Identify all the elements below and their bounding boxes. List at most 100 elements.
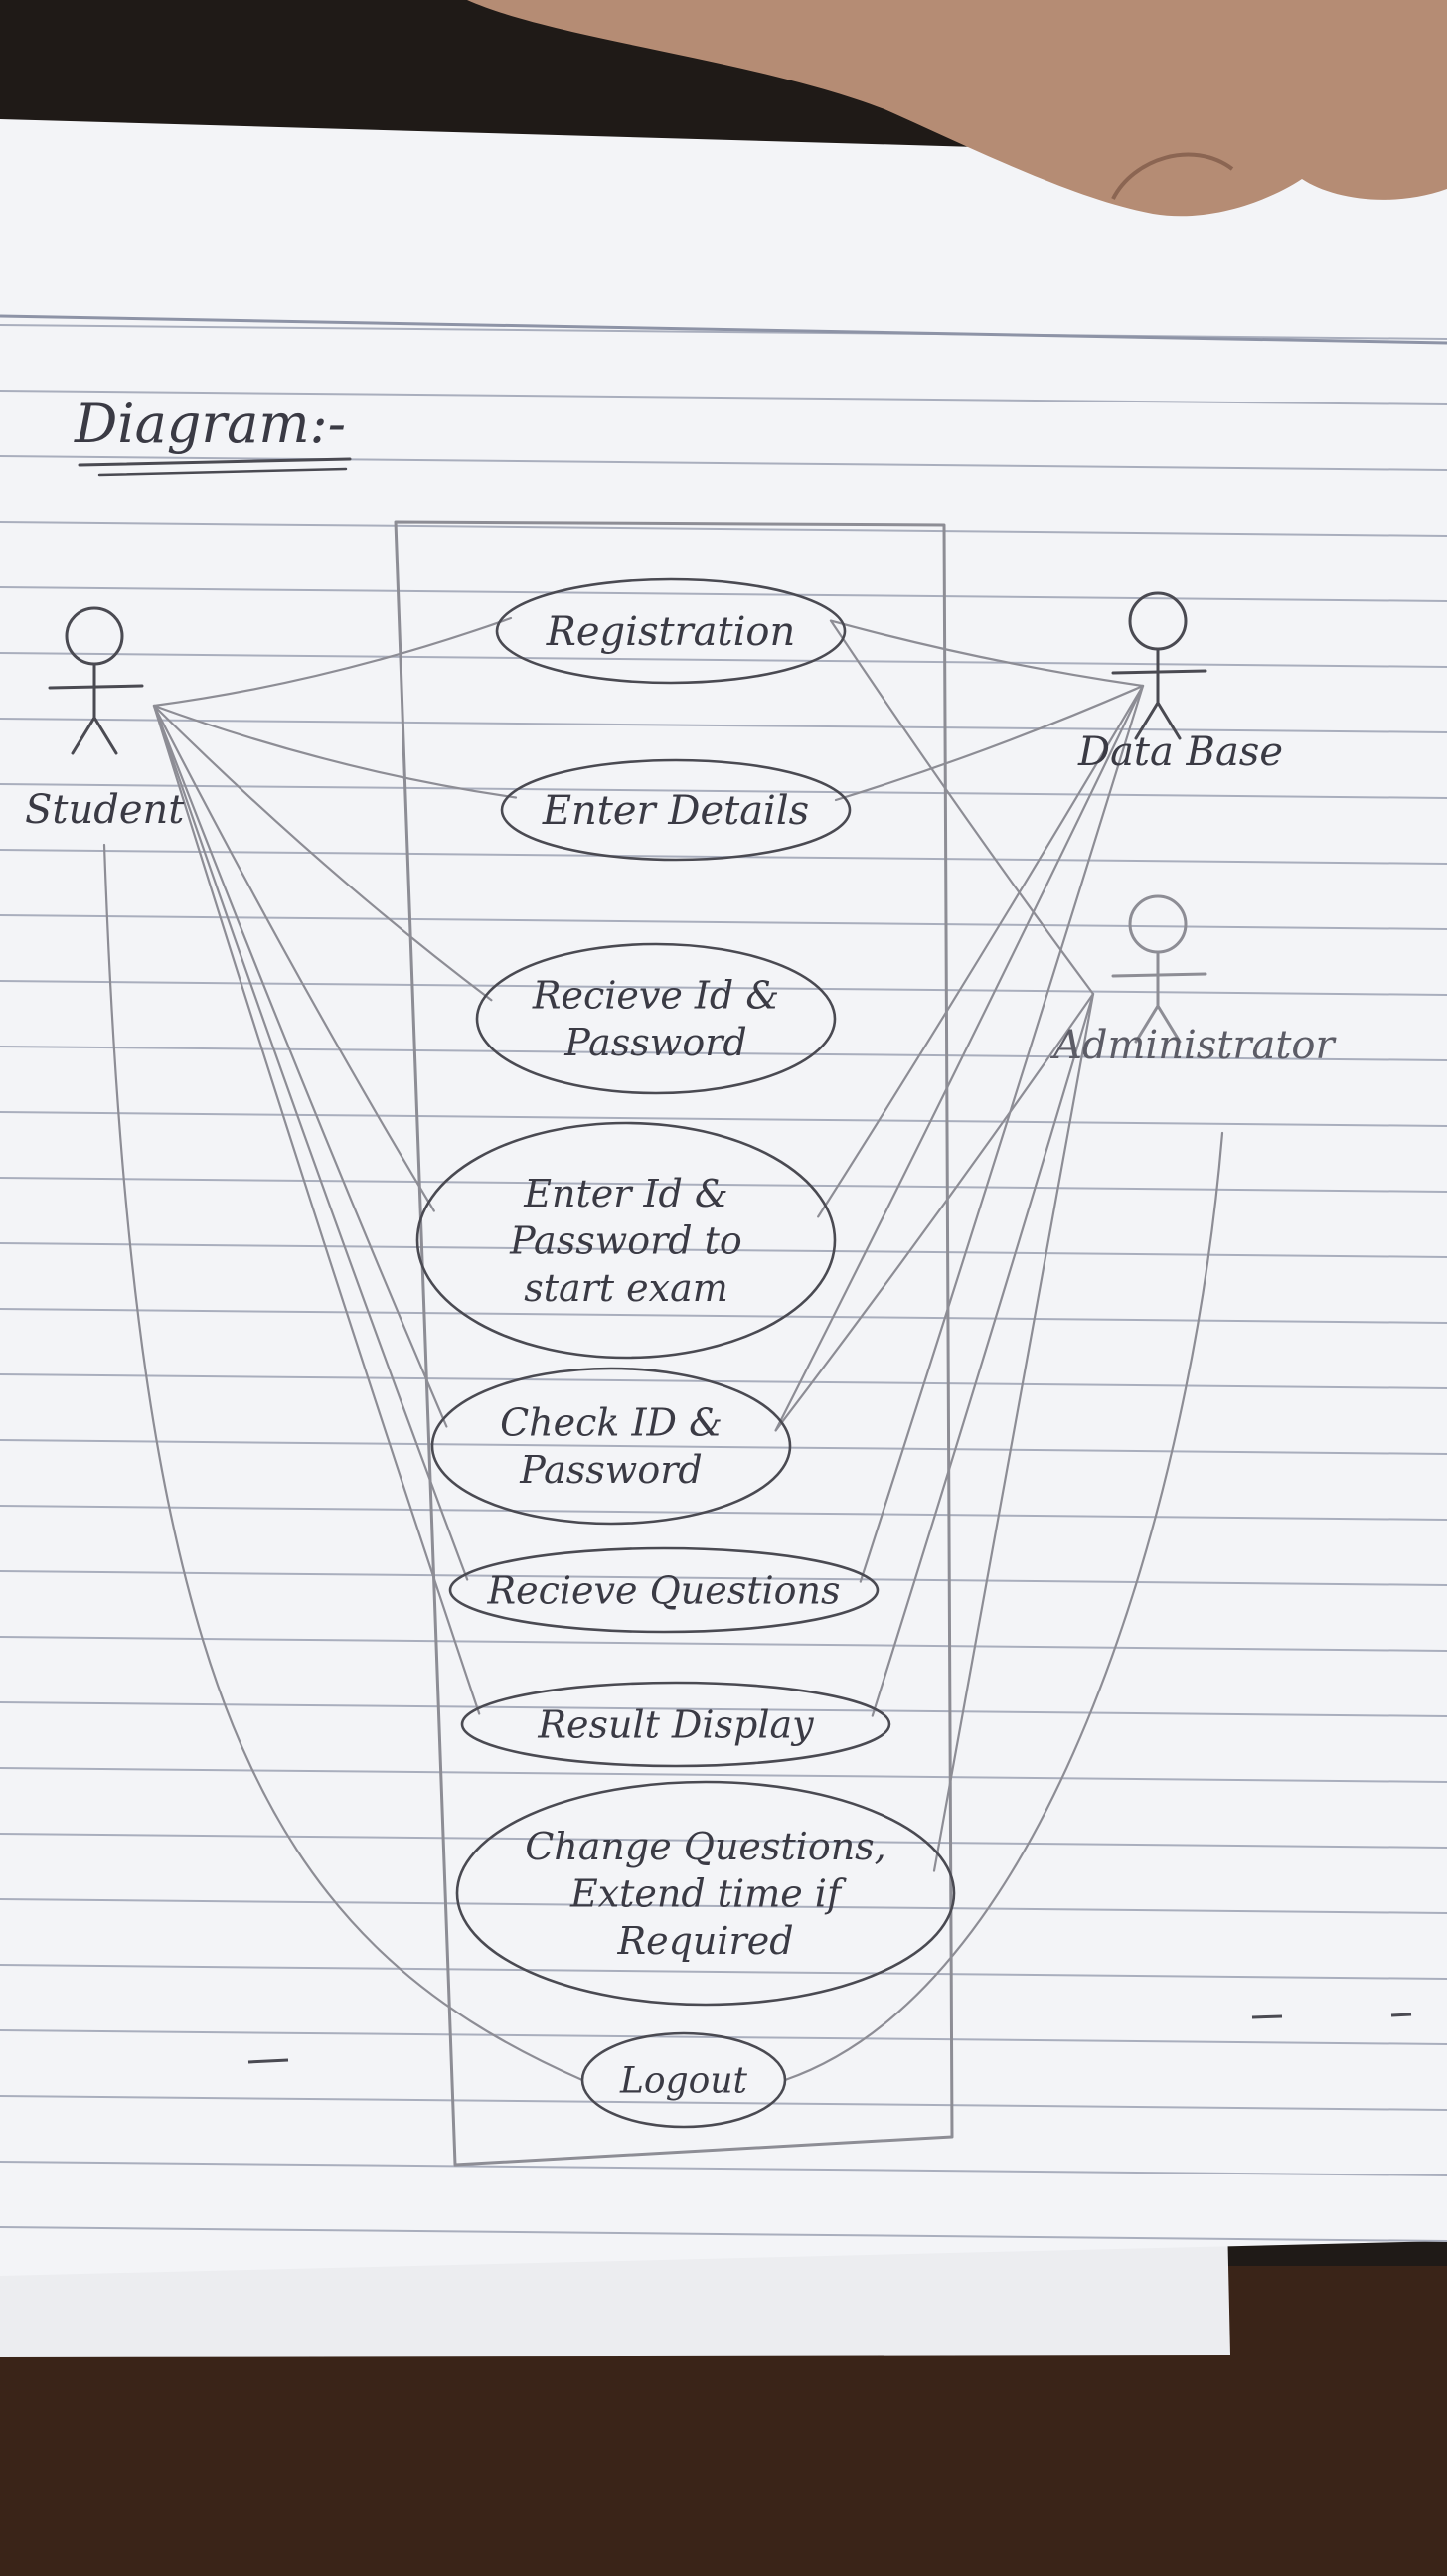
ruled-line bbox=[0, 2095, 1447, 2111]
use-case-oval bbox=[415, 1121, 837, 1360]
association-student-check-id-password bbox=[152, 704, 448, 1428]
actor-label-student: Student bbox=[25, 787, 185, 833]
actor-legs bbox=[71, 715, 118, 755]
ruled-line bbox=[0, 1570, 1447, 1586]
actor-arms bbox=[1111, 972, 1207, 978]
use-case-logout: Logout bbox=[580, 2031, 787, 2129]
ruled-line bbox=[0, 1505, 1447, 1521]
ruled-line bbox=[0, 1308, 1447, 1324]
association-student-result-display bbox=[152, 704, 481, 1715]
association-database-enter-id-password-start-exam bbox=[817, 684, 1145, 1218]
use-case-label: Enter Details bbox=[542, 788, 809, 834]
actor-legs bbox=[1134, 700, 1182, 740]
use-case-label: start exam bbox=[524, 1266, 728, 1310]
association-administrator-logout bbox=[783, 1131, 1224, 2082]
ruled-lines bbox=[0, 314, 1447, 2242]
actor-arms bbox=[48, 684, 144, 690]
use-case-label: Password bbox=[563, 1021, 746, 1064]
use-case-label: Enter Id & bbox=[523, 1172, 727, 1215]
use-case-oval bbox=[430, 1367, 792, 1526]
actor-legs bbox=[1134, 1004, 1182, 1044]
thumb-crease bbox=[1111, 152, 1234, 200]
use-case-oval bbox=[448, 1546, 880, 1634]
system-boundary bbox=[394, 520, 954, 2167]
use-case-oval bbox=[460, 1681, 891, 1768]
ruled-line bbox=[0, 1767, 1447, 1783]
association-student-receive-id-password bbox=[152, 704, 493, 1002]
ruled-line bbox=[0, 1177, 1447, 1193]
use-case-label: Change Questions, bbox=[525, 1825, 886, 1868]
use-case-label: Extend time if bbox=[569, 1871, 847, 1915]
association-student-registration bbox=[152, 616, 513, 708]
ruled-line bbox=[0, 1636, 1447, 1652]
ruled-line bbox=[0, 521, 1447, 537]
ruled-line bbox=[0, 2161, 1447, 2176]
association-database-enter-details bbox=[834, 684, 1145, 802]
association-administrator-result-display bbox=[871, 992, 1095, 1717]
association-database-registration bbox=[829, 619, 1145, 688]
ruled-line bbox=[0, 586, 1447, 602]
ruled-line bbox=[0, 455, 1447, 471]
actor-arms bbox=[1111, 669, 1207, 675]
use-case-label: Recieve Questions bbox=[487, 1568, 841, 1612]
use-case-label: Required bbox=[616, 1919, 793, 1963]
association-database-check-id-password bbox=[774, 684, 1145, 1432]
use-case-label: Password to bbox=[509, 1218, 742, 1262]
pencil-mark bbox=[247, 2058, 289, 2064]
top-margin-line bbox=[0, 314, 1447, 345]
association-administrator-registration bbox=[829, 619, 1095, 996]
ruled-line bbox=[0, 914, 1447, 930]
heading-underline bbox=[78, 457, 352, 467]
use-case-registration: Registration bbox=[495, 577, 847, 685]
ruled-line bbox=[0, 1242, 1447, 1258]
ruled-line bbox=[0, 390, 1447, 405]
use-case-result-display: Result Display bbox=[460, 1681, 891, 1768]
ruled-line bbox=[0, 1701, 1447, 1717]
actor-administrator: Administrator bbox=[1049, 894, 1337, 1068]
association-administrator-change-questions bbox=[932, 992, 1095, 1872]
use-case-receive-id-password: Recieve Id &Password bbox=[475, 942, 837, 1095]
actor-database: Data Base bbox=[1077, 591, 1283, 775]
ruled-line bbox=[0, 1111, 1447, 1127]
use-case-receive-questions: Recieve Questions bbox=[448, 1546, 880, 1634]
ruled-line bbox=[0, 1898, 1447, 1914]
holding-thumb bbox=[467, 0, 1447, 217]
ruled-line bbox=[0, 1046, 1447, 1061]
association-student-enter-details bbox=[152, 704, 518, 799]
ruled-line bbox=[0, 1833, 1447, 1849]
association-student-logout bbox=[102, 843, 584, 2082]
heading-underline-2 bbox=[97, 467, 348, 477]
pencil-mark bbox=[1251, 2014, 1283, 2019]
use-case-label: Password bbox=[519, 1448, 702, 1492]
ruled-line bbox=[0, 718, 1447, 733]
ruled-line bbox=[0, 1439, 1447, 1455]
use-case-label: Check ID & bbox=[500, 1401, 723, 1445]
diagram-heading: Diagram:- bbox=[74, 393, 346, 455]
association-database-receive-questions bbox=[859, 684, 1145, 1583]
use-case-label: Registration bbox=[546, 609, 795, 655]
ruled-line bbox=[0, 783, 1447, 799]
use-case-label: Result Display bbox=[537, 1702, 814, 1746]
association-lines bbox=[102, 616, 1224, 2082]
use-case-oval bbox=[500, 758, 852, 862]
notebook-page bbox=[0, 119, 1447, 2276]
ruled-line bbox=[0, 2226, 1447, 2242]
ruled-line bbox=[0, 324, 1447, 340]
use-case-oval bbox=[475, 942, 837, 1095]
use-case-oval bbox=[580, 2031, 787, 2129]
ruled-line bbox=[0, 652, 1447, 668]
actor-student: Student bbox=[25, 606, 185, 833]
use-case-label: Recieve Id & bbox=[532, 974, 779, 1018]
use-case-enter-details: Enter Details bbox=[500, 758, 852, 862]
actor-label-administrator: Administrator bbox=[1049, 1023, 1337, 1068]
use-case-oval bbox=[495, 577, 847, 685]
ruled-line bbox=[0, 1964, 1447, 1980]
pencil-mark bbox=[1390, 2012, 1412, 2017]
association-administrator-check-id-password bbox=[774, 992, 1095, 1432]
use-case-oval bbox=[455, 1780, 956, 2007]
